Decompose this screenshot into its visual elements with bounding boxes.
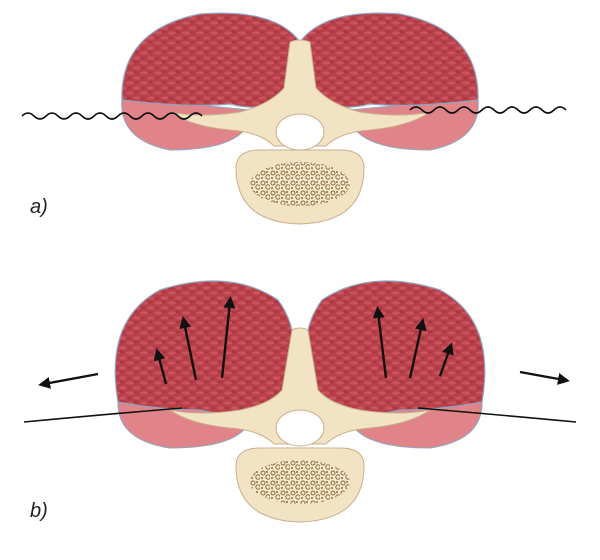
vertebra-arch bbox=[169, 327, 431, 445]
muscle-left bbox=[121, 12, 301, 108]
arrow-icon bbox=[408, 318, 427, 379]
panel-a bbox=[21, 12, 567, 225]
arrow-icon bbox=[519, 370, 570, 385]
muscle-right bbox=[305, 280, 486, 416]
marrow bbox=[250, 460, 350, 504]
arrow-icon bbox=[153, 348, 168, 385]
panel-label-b: b) bbox=[30, 500, 48, 522]
wavy-line bbox=[409, 106, 567, 114]
marrow bbox=[250, 162, 350, 206]
vertebral-foramen bbox=[275, 113, 325, 151]
vertebral-foramen bbox=[275, 409, 325, 447]
vertebra-arch bbox=[169, 39, 431, 147]
panel-label-a: a) bbox=[30, 196, 48, 218]
arrow-icon bbox=[372, 306, 388, 379]
muscle-right bbox=[299, 12, 479, 108]
arrow-icon bbox=[38, 372, 99, 389]
arrow-icon bbox=[179, 316, 198, 381]
arrow-icon bbox=[438, 342, 454, 377]
wavy-line bbox=[21, 112, 203, 120]
panel-b bbox=[23, 280, 577, 523]
tension-line-left bbox=[23, 407, 183, 423]
muscle-left bbox=[114, 280, 295, 416]
tension-line-right bbox=[417, 407, 577, 423]
arrow-icon bbox=[220, 296, 236, 379]
